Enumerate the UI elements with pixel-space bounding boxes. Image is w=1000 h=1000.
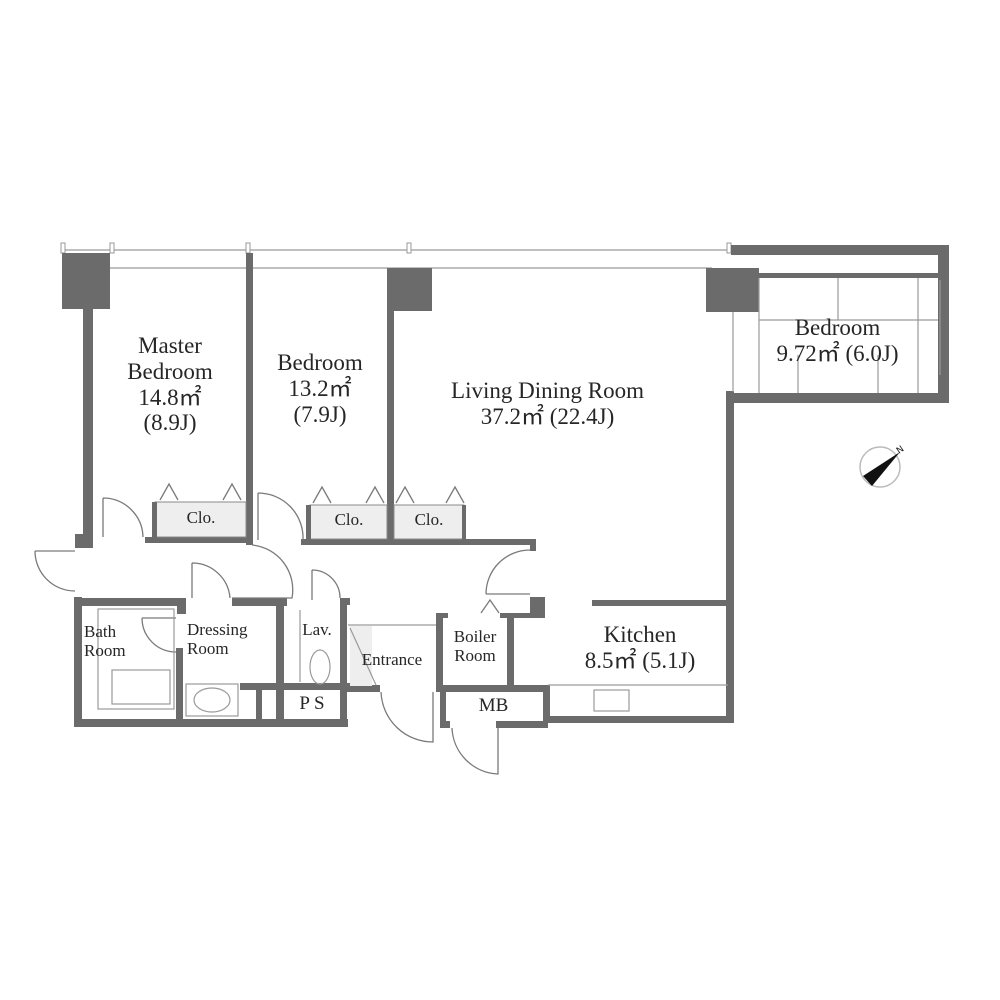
room-kitchen: Kitchen 8.5㎡ (5.1J) [555, 622, 725, 674]
room-name: Bath [84, 622, 117, 641]
room-name: Room [187, 639, 229, 659]
closet-label: Clo. [394, 510, 464, 529]
closets [152, 482, 500, 614]
closet-text: Clo. [414, 510, 444, 529]
room-name: P S [299, 693, 325, 714]
room-name: Entrance [361, 650, 423, 669]
north-arrow-icon: N [859, 444, 906, 488]
room-name: Living Dining Room [451, 378, 644, 403]
meter-box: MB [446, 695, 541, 716]
room-area: 13.2㎡ [288, 375, 352, 401]
room-lavatory: Lav. [294, 620, 340, 639]
walls [74, 245, 949, 728]
room-name: Bedroom [794, 315, 881, 340]
pipe-space: P S [284, 693, 340, 714]
room-name: Boiler [453, 627, 497, 646]
room-name: Room [454, 646, 496, 666]
closet-label: Clo. [157, 508, 245, 527]
room-entrance: Entrance [346, 650, 438, 669]
door-swings [34, 492, 531, 775]
room-area: 8.5㎡ (5.1J) [584, 647, 696, 673]
room-name: MB [478, 695, 509, 716]
room-bedroom-2: Bedroom 13.2㎡ (7.9J) [253, 350, 387, 427]
room-bath: Bath Room [84, 622, 148, 660]
room-name: Bedroom [277, 350, 363, 375]
top-window-lines [60, 242, 735, 269]
room-name: Lav. [302, 620, 332, 639]
closet-text: Clo. [186, 508, 216, 527]
room-boiler: Boiler Room [441, 627, 509, 665]
closet-label: Clo. [311, 510, 387, 529]
column [387, 268, 432, 311]
room-master-bedroom: Master Bedroom 14.8㎡ (8.9J) [100, 333, 240, 436]
room-jo: (7.9J) [293, 401, 347, 427]
room-living-dining: Living Dining Room 37.2㎡ (22.4J) [400, 378, 695, 430]
fixtures [97, 278, 941, 717]
room-area: 37.2㎡ (22.4J) [480, 403, 615, 429]
column [62, 253, 110, 309]
room-name: Bedroom [127, 358, 213, 384]
room-area: 14.8㎡ [138, 384, 202, 410]
room-bedroom-3: Bedroom 9.72㎡ (6.0J) [745, 315, 930, 367]
room-dressing: Dressing Room [187, 620, 277, 658]
room-area: 9.72㎡ (6.0J) [776, 340, 899, 366]
column [706, 268, 759, 312]
room-name: Kitchen [603, 622, 677, 647]
svg-text:N: N [895, 444, 906, 456]
room-name: Dressing [187, 620, 248, 639]
closet-text: Clo. [334, 510, 364, 529]
room-name: Room [84, 641, 126, 661]
room-name: Master [138, 333, 202, 358]
room-jo: (8.9J) [143, 410, 197, 436]
